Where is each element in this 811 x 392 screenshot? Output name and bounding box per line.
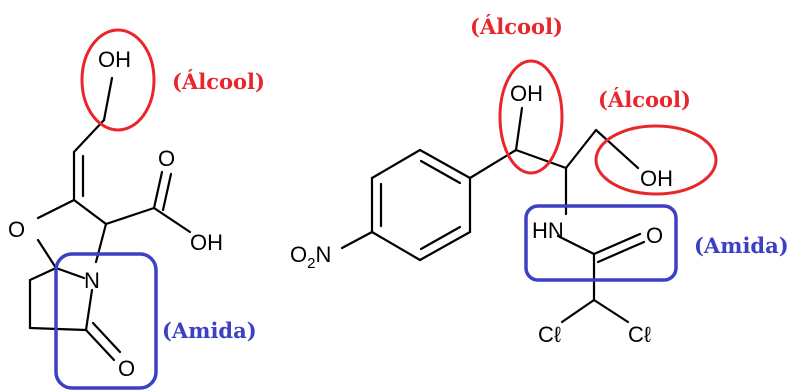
- atom-oh-top: OH: [98, 47, 131, 72]
- atom-oh-left: OH: [510, 81, 543, 106]
- right-molecule: O2N OH OH HN O Cℓ Cℓ (Álcool) (Álcool) (…: [290, 14, 789, 347]
- left-molecule: OH O O OH N O (Álcool) (Amida): [8, 28, 265, 390]
- atom-o-ring: O: [8, 217, 25, 242]
- atom-cl-left: Cℓ: [538, 322, 562, 347]
- alcohol-highlight-ellipse-right: [594, 124, 718, 196]
- atom-cl-right: Cℓ: [628, 322, 652, 347]
- alcohol-highlight-ellipse-top: [498, 59, 564, 175]
- amide-label: (Amida): [162, 318, 257, 343]
- amide-label-right: (Amida): [694, 233, 789, 258]
- alcohol-highlight-ellipse: [80, 28, 156, 132]
- amide-highlight-box: [54, 252, 158, 390]
- atom-oh-right: OH: [640, 166, 673, 191]
- atom-oh-acid: OH: [190, 230, 223, 255]
- atom-o-lactam: O: [118, 356, 135, 381]
- alcohol-label-top: (Álcool): [470, 14, 563, 39]
- atom-hn: HN: [532, 218, 564, 243]
- atom-o-amide: O: [646, 223, 663, 248]
- amide-highlight-box-right: [524, 204, 678, 282]
- atom-o2n: O2N: [290, 242, 331, 272]
- atom-n: N: [84, 268, 100, 293]
- alcohol-label-right: (Álcool): [598, 87, 691, 112]
- atom-o-carbonyl: O: [158, 146, 175, 171]
- alcohol-label: (Álcool): [172, 69, 265, 94]
